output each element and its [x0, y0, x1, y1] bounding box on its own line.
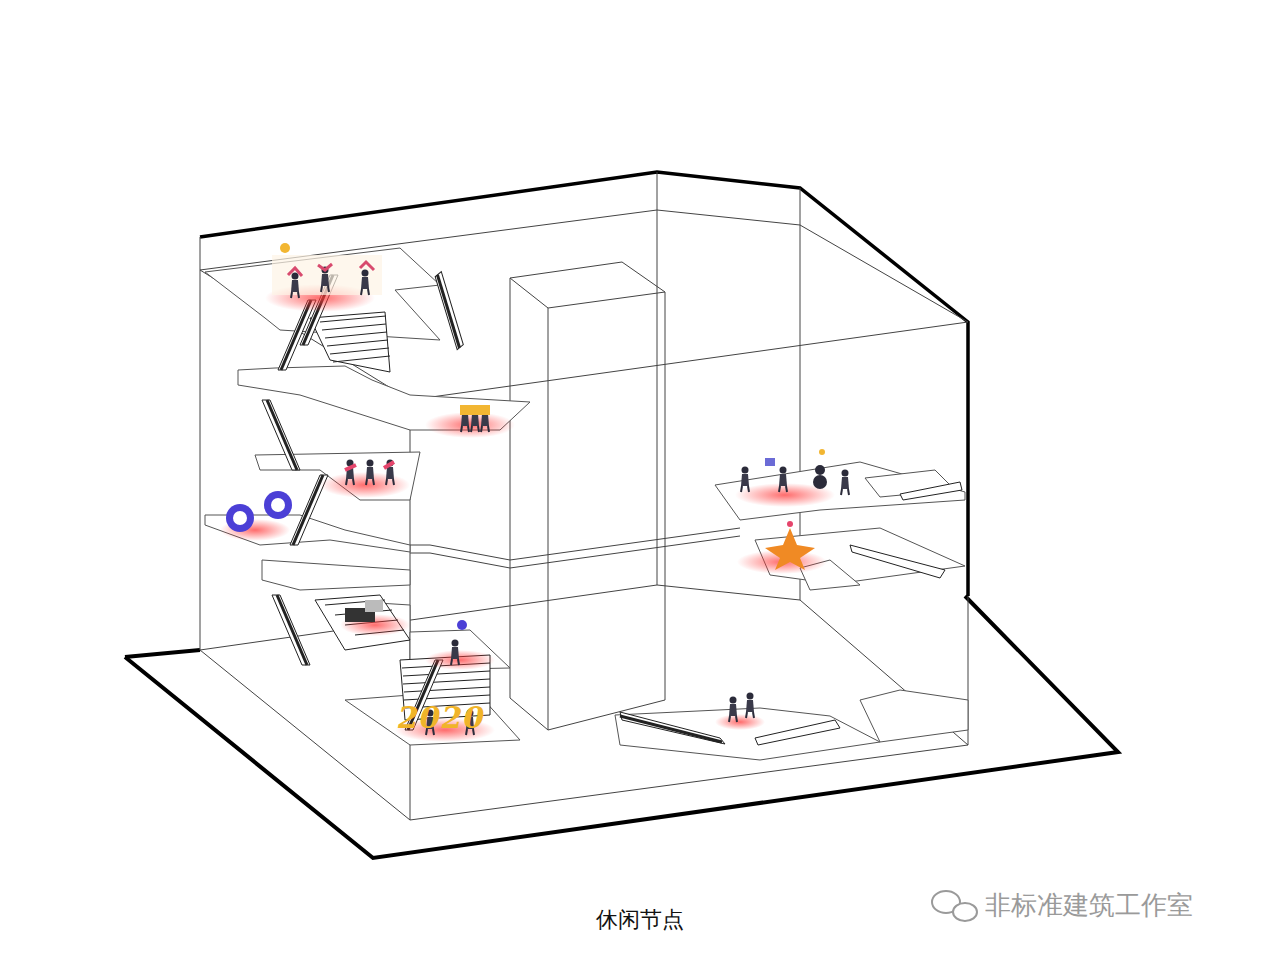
watermark: 非标准建筑工作室	[985, 888, 1193, 923]
sculpture-lettering: 2020	[398, 700, 486, 735]
figure-caption: 休闲节点	[596, 905, 684, 935]
